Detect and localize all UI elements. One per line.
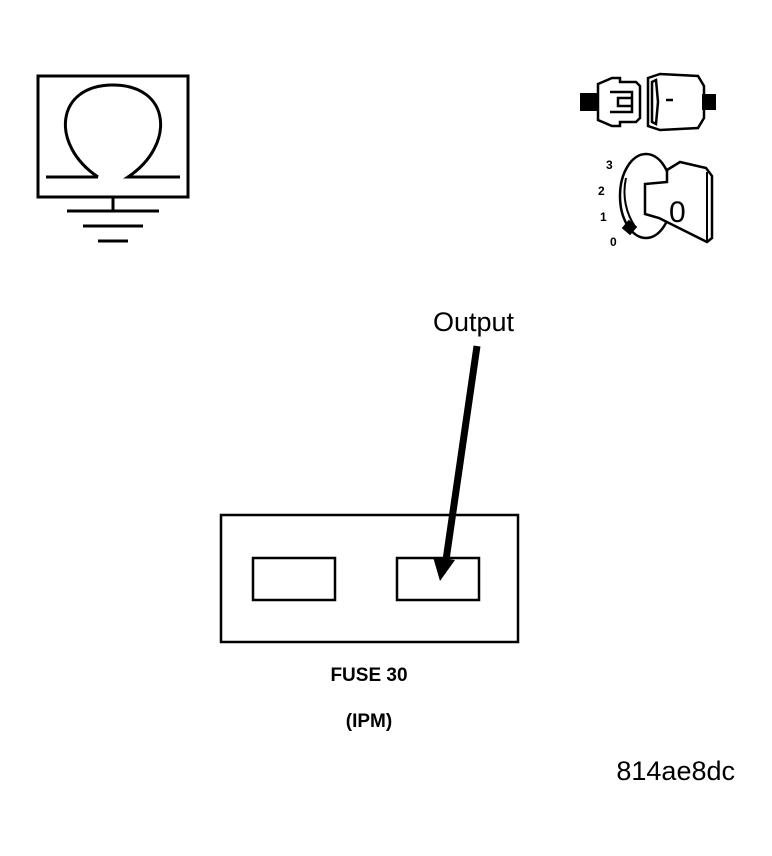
- figure-code: 814ae8dc: [616, 756, 735, 786]
- fuse-name: FUSE 30: [330, 665, 407, 686]
- fuse-terminal-left: [251, 556, 337, 602]
- ignition-position-1: 1: [600, 210, 607, 224]
- output-label: Output: [433, 307, 515, 337]
- ignition-position-3: 3: [606, 158, 613, 172]
- fuse-location: (IPM): [346, 711, 392, 732]
- connector-icon: [580, 72, 716, 132]
- key-pointer-icon: [621, 219, 638, 236]
- key-position-label: 0: [669, 196, 686, 229]
- ignition-position-0: 0: [610, 235, 617, 249]
- ignition-switch-icon: 3 2 1 0 0: [598, 152, 714, 249]
- output-arrow: [433, 345, 481, 581]
- fuse-box: [219, 513, 520, 644]
- fuse-terminal-output: [395, 556, 481, 602]
- ignition-position-2: 2: [598, 184, 605, 198]
- ohmmeter-ground-icon: [36, 74, 190, 243]
